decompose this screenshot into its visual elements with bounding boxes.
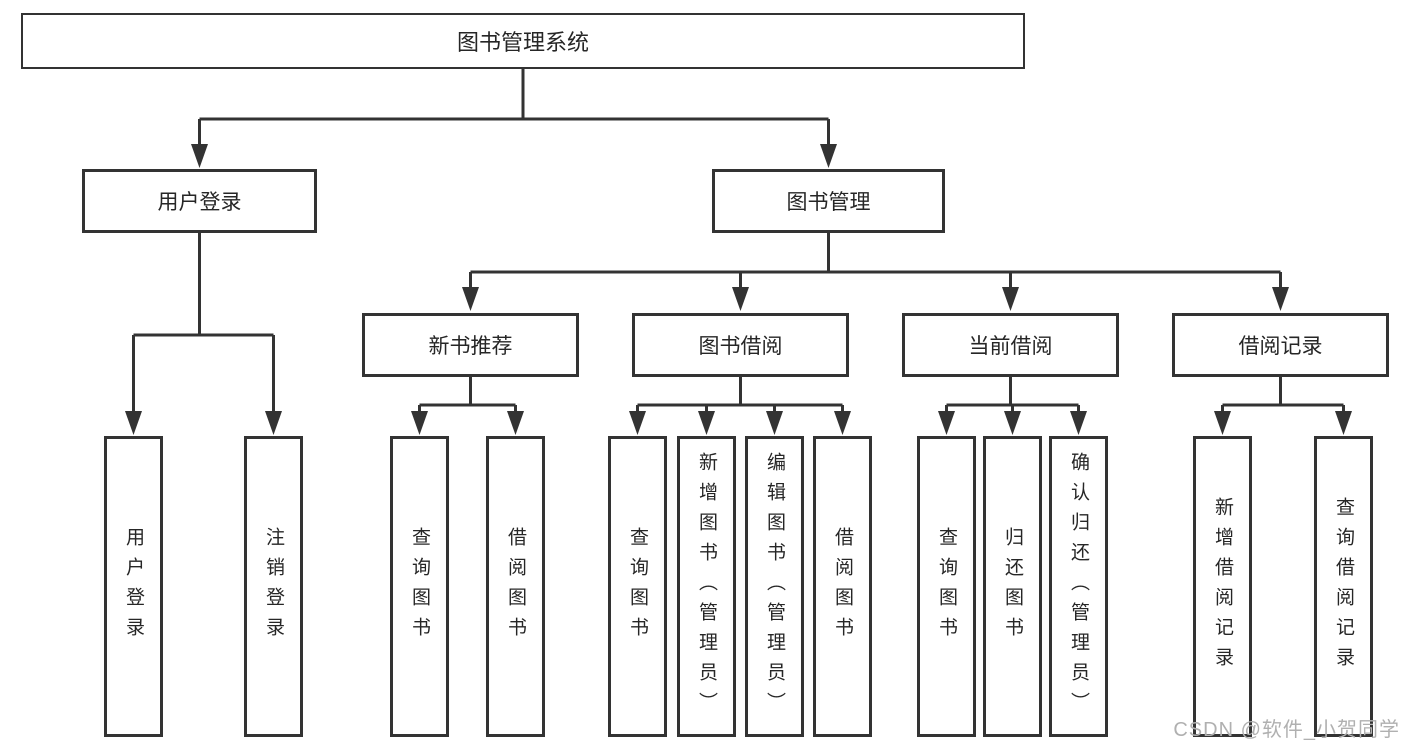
node-label: 编辑图书（管理员） <box>764 451 785 722</box>
node-label: 查询图书 <box>409 526 430 647</box>
node-label: 借阅图书 <box>832 526 853 647</box>
node-label: 归还图书 <box>1002 526 1023 647</box>
node-leaf-query-books-3: 查询图书 <box>917 436 976 737</box>
node-label: 新增图书（管理员） <box>696 451 717 722</box>
node-leaf-query-books-2: 查询图书 <box>608 436 667 737</box>
csdn-watermark: CSDN @软件_小贺同学 <box>1173 719 1400 741</box>
node-label: 用户登录 <box>123 526 144 647</box>
node-label: 查询借阅记录 <box>1333 496 1354 677</box>
node-leaf-return-books: 归还图书 <box>983 436 1042 737</box>
node-label: 查询图书 <box>627 526 648 647</box>
node-library-management-system: 图书管理系统 <box>21 13 1025 69</box>
node-leaf-add-borrow-record: 新增借阅记录 <box>1193 436 1252 737</box>
node-borrowing-records: 借阅记录 <box>1172 313 1389 377</box>
node-leaf-borrow-books-2: 借阅图书 <box>813 436 872 737</box>
node-leaf-confirm-return-admin: 确认归还（管理员） <box>1049 436 1108 737</box>
node-label: 用户登录 <box>157 191 242 214</box>
node-label: 借阅图书 <box>505 526 526 647</box>
node-label: 借阅记录 <box>1238 335 1323 358</box>
node-new-book-recommendation: 新书推荐 <box>362 313 579 377</box>
node-leaf-edit-books-admin: 编辑图书（管理员） <box>745 436 804 737</box>
node-label: 确认归还（管理员） <box>1068 451 1089 722</box>
node-leaf-query-borrow-record: 查询借阅记录 <box>1314 436 1373 737</box>
node-leaf-query-books-1: 查询图书 <box>390 436 449 737</box>
node-user-login: 用户登录 <box>82 169 317 233</box>
node-book-management: 图书管理 <box>712 169 945 233</box>
node-leaf-add-books-admin: 新增图书（管理员） <box>677 436 736 737</box>
node-leaf-borrow-books-1: 借阅图书 <box>486 436 545 737</box>
node-label: 当前借阅 <box>968 335 1053 358</box>
node-label: 新增借阅记录 <box>1212 496 1233 677</box>
node-book-borrowing: 图书借阅 <box>632 313 849 377</box>
node-label: 查询图书 <box>936 526 957 647</box>
node-label: 图书借阅 <box>698 335 783 358</box>
node-label: 新书推荐 <box>428 335 513 358</box>
node-leaf-user-login: 用户登录 <box>104 436 163 737</box>
node-label: 注销登录 <box>263 526 284 647</box>
node-current-borrowing: 当前借阅 <box>902 313 1119 377</box>
node-leaf-logout: 注销登录 <box>244 436 303 737</box>
node-label: 图书管理 <box>786 191 871 214</box>
node-label: 图书管理系统 <box>456 30 589 55</box>
